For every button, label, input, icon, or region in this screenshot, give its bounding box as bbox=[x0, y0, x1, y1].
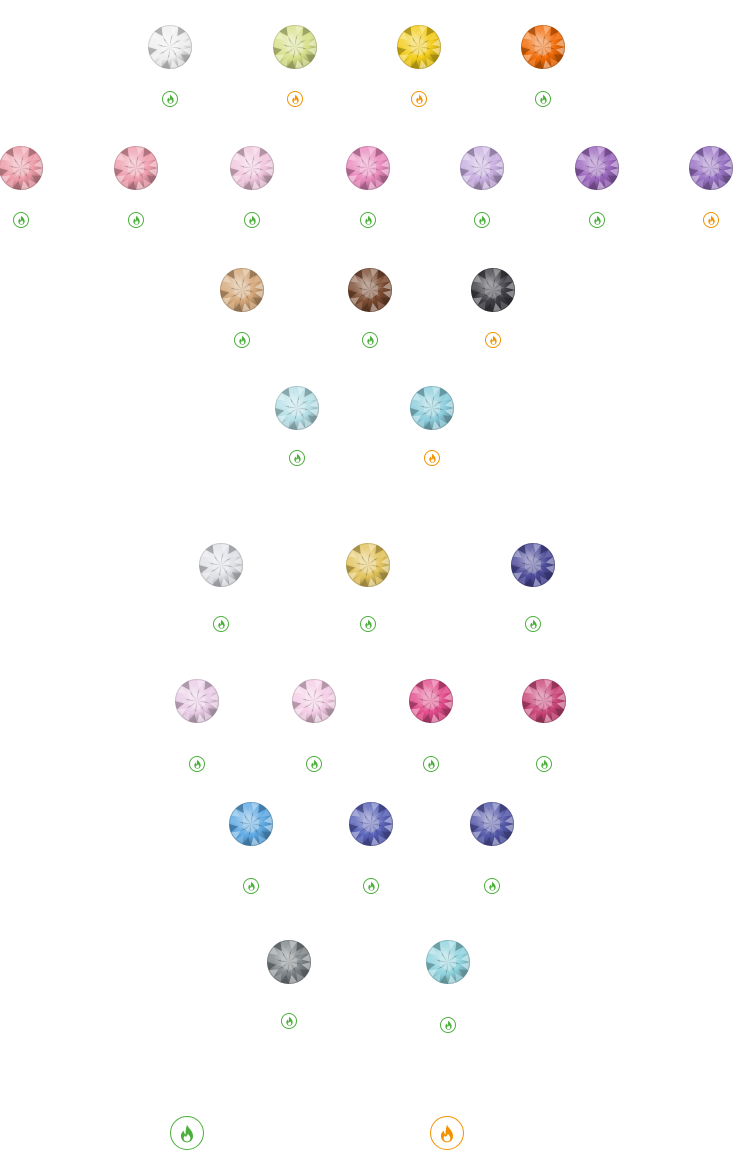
gem-swatch bbox=[460, 146, 504, 190]
green-flame-badge bbox=[289, 450, 305, 466]
green-flame-badge bbox=[128, 212, 144, 228]
green-flame-badge bbox=[162, 91, 178, 107]
green-flame-badge bbox=[536, 756, 552, 772]
green-flame-badge bbox=[360, 212, 376, 228]
green-flame-badge bbox=[484, 878, 500, 894]
flame-icon bbox=[293, 453, 301, 463]
flame-icon bbox=[707, 215, 715, 225]
orange-flame-badge bbox=[424, 450, 440, 466]
gem-swatch bbox=[175, 679, 219, 723]
gem-swatch bbox=[426, 940, 470, 984]
legend-green-flame-badge bbox=[170, 1116, 204, 1150]
flame-icon bbox=[132, 215, 140, 225]
legend-orange-flame-badge bbox=[430, 1116, 464, 1150]
flame-icon bbox=[529, 619, 537, 629]
flame-icon bbox=[540, 759, 548, 769]
flame-icon bbox=[444, 1020, 452, 1030]
flame-icon bbox=[415, 94, 423, 104]
flame-icon bbox=[166, 94, 174, 104]
gem-swatch bbox=[275, 386, 319, 430]
gem-swatch bbox=[689, 146, 733, 190]
flame-icon bbox=[489, 335, 497, 345]
green-flame-badge bbox=[234, 332, 250, 348]
flame-icon bbox=[238, 335, 246, 345]
gem-swatch bbox=[348, 268, 392, 312]
flame-icon bbox=[478, 215, 486, 225]
gem-swatch bbox=[267, 940, 311, 984]
gem-swatch bbox=[471, 268, 515, 312]
gem-swatch bbox=[522, 679, 566, 723]
gem-swatch bbox=[511, 543, 555, 587]
flame-icon bbox=[367, 881, 375, 891]
green-flame-badge bbox=[440, 1017, 456, 1033]
gem-swatch bbox=[575, 146, 619, 190]
gem-swatch bbox=[349, 802, 393, 846]
green-flame-badge bbox=[244, 212, 260, 228]
flame-icon bbox=[247, 881, 255, 891]
flame-icon bbox=[593, 215, 601, 225]
gem-swatch bbox=[292, 679, 336, 723]
orange-flame-badge bbox=[703, 212, 719, 228]
flame-icon bbox=[180, 1124, 194, 1142]
gem-swatch bbox=[199, 543, 243, 587]
gem-swatch bbox=[220, 268, 264, 312]
flame-icon bbox=[364, 619, 372, 629]
gem-swatch bbox=[409, 679, 453, 723]
flame-icon bbox=[488, 881, 496, 891]
flame-icon bbox=[364, 215, 372, 225]
gem-swatch bbox=[0, 146, 43, 190]
gem-swatch bbox=[148, 25, 192, 69]
orange-flame-badge bbox=[411, 91, 427, 107]
gem-swatch bbox=[346, 543, 390, 587]
flame-icon bbox=[17, 215, 25, 225]
green-flame-badge bbox=[306, 756, 322, 772]
green-flame-badge bbox=[13, 212, 29, 228]
flame-icon bbox=[291, 94, 299, 104]
gem-swatch bbox=[114, 146, 158, 190]
green-flame-badge bbox=[281, 1013, 297, 1029]
green-flame-badge bbox=[589, 212, 605, 228]
flame-icon bbox=[366, 335, 374, 345]
flame-icon bbox=[427, 759, 435, 769]
orange-flame-badge bbox=[485, 332, 501, 348]
green-flame-badge bbox=[360, 616, 376, 632]
green-flame-badge bbox=[535, 91, 551, 107]
green-flame-badge bbox=[363, 878, 379, 894]
gem-swatch bbox=[230, 146, 274, 190]
green-flame-badge bbox=[243, 878, 259, 894]
gem-swatch bbox=[273, 25, 317, 69]
gem-swatch bbox=[346, 146, 390, 190]
flame-icon bbox=[310, 759, 318, 769]
flame-icon bbox=[285, 1016, 293, 1026]
gem-swatch bbox=[229, 802, 273, 846]
flame-icon bbox=[440, 1124, 454, 1142]
flame-icon bbox=[193, 759, 201, 769]
green-flame-badge bbox=[213, 616, 229, 632]
green-flame-badge bbox=[189, 756, 205, 772]
green-flame-badge bbox=[423, 756, 439, 772]
flame-icon bbox=[217, 619, 225, 629]
gem-swatch bbox=[521, 25, 565, 69]
orange-flame-badge bbox=[287, 91, 303, 107]
gem-swatch bbox=[470, 802, 514, 846]
green-flame-badge bbox=[525, 616, 541, 632]
flame-icon bbox=[248, 215, 256, 225]
gem-swatch bbox=[397, 25, 441, 69]
flame-icon bbox=[539, 94, 547, 104]
gem-swatch bbox=[410, 386, 454, 430]
green-flame-badge bbox=[474, 212, 490, 228]
flame-icon bbox=[428, 453, 436, 463]
green-flame-badge bbox=[362, 332, 378, 348]
